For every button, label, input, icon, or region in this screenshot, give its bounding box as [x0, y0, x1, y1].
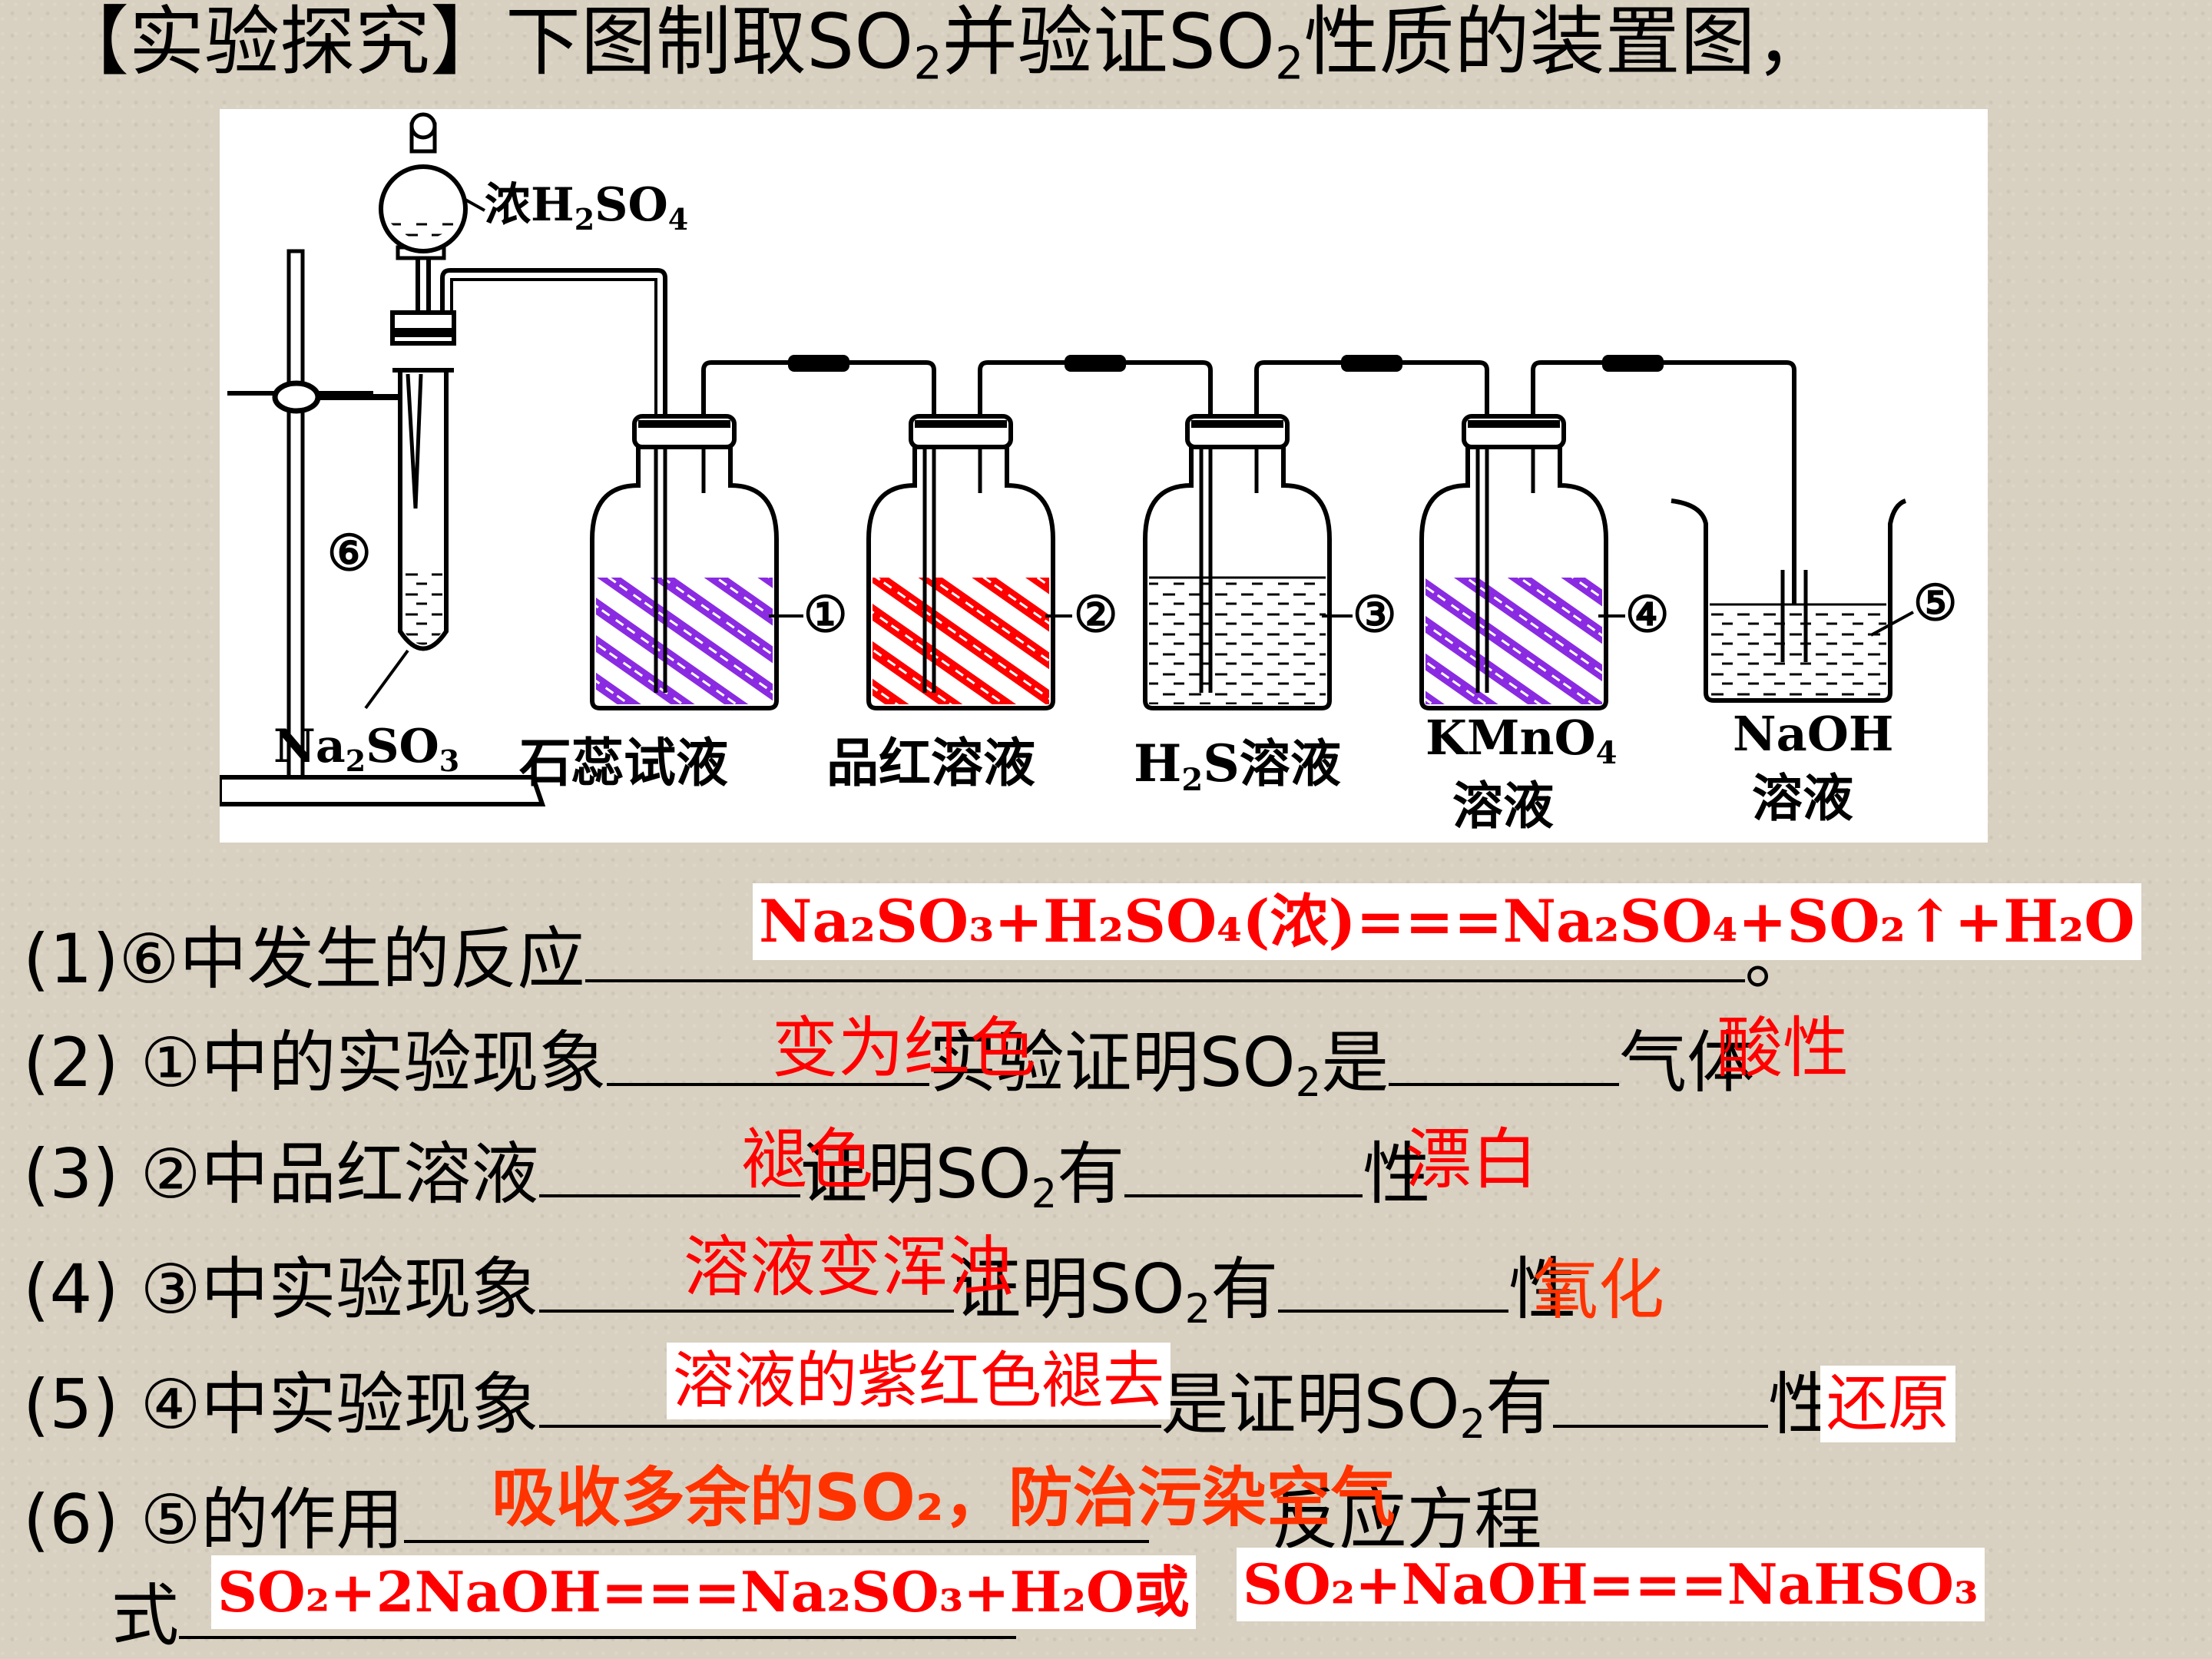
question-2: (2) ①中的实验现象实验证明SO2是气体 — [23, 1022, 1755, 1107]
question-6-continued: 式 — [111, 1575, 1017, 1654]
question-4: (4) ③中实验现象证明SO2有性 — [23, 1248, 1577, 1333]
blank-4a[interactable] — [538, 1248, 954, 1313]
answer-4a: 溶液变浑浊 — [684, 1229, 1014, 1306]
tube-connectors — [788, 355, 1664, 372]
label-circle-6: ⑥ — [327, 525, 371, 582]
funnel-label: 浓H2SO4 — [485, 178, 688, 237]
blank-5b[interactable] — [1553, 1363, 1769, 1428]
blank-4b[interactable] — [1278, 1248, 1509, 1313]
question-6: (6) ⑤的作用反应方程 — [23, 1479, 1542, 1559]
bottle-3 — [1143, 414, 1353, 710]
page-title: 【实验探究】下图制取SO2并验证SO2性质的装置图， — [54, 0, 1831, 90]
label-circle-5: ⑤ — [1913, 575, 1957, 632]
answer-3a: 褪色 — [741, 1121, 873, 1198]
label-naoh-solution: 溶液 — [1752, 768, 1853, 828]
apparatus-svg: 浓H2SO4 — [220, 112, 1957, 836]
question-5: (5) ④中实验现象是证明SO2有性。 — [23, 1363, 1903, 1463]
label-na2so3: Na2SO3 — [273, 720, 459, 778]
blank-5a[interactable] — [538, 1363, 1161, 1428]
blank-1[interactable] — [584, 918, 1745, 982]
beaker — [1671, 498, 1914, 703]
label-circle-2: ② — [1074, 586, 1118, 644]
bottle-2 — [866, 414, 1072, 710]
title-formula-2: SO — [1167, 0, 1276, 86]
answer-2a: 变为红色 — [772, 1010, 1036, 1087]
blank-2a[interactable] — [606, 1022, 929, 1086]
label-kmno4: KMnO4 — [1426, 710, 1617, 771]
answer-6b: SO₂+2NaOH===Na₂SO₃+H₂O或 — [211, 1555, 1196, 1629]
label-magenta: 品红溶液 — [826, 733, 1035, 794]
blank-2b[interactable] — [1389, 1022, 1620, 1086]
label-h2s: H2S溶液 — [1134, 733, 1341, 798]
bottle-4 — [1419, 414, 1625, 710]
question-3: (3) ②中品红溶液证明SO2有性 — [23, 1133, 1431, 1218]
label-circle-4: ④ — [1625, 586, 1669, 644]
answer-2b: 酸性 — [1717, 1010, 1849, 1087]
bottle-1 — [590, 414, 803, 710]
test-tube — [379, 112, 485, 651]
label-kmno4-solution: 溶液 — [1452, 776, 1554, 836]
apparatus-diagram: 浓H2SO4 — [220, 109, 1988, 843]
title-text-mid: 并验证 — [942, 0, 1168, 86]
title-suffix: 性质的装置图， — [1303, 0, 1831, 86]
title-text: 【实验探究】下图制取 — [54, 0, 807, 86]
title-formula: SO — [806, 0, 914, 86]
answer-5a: 溶液的紫红色褪去 — [667, 1343, 1171, 1419]
answer-1: Na₂SO₃+H₂SO₄(浓)===Na₂SO₄+SO₂↑+H₂O — [753, 883, 2141, 960]
label-litmus: 石蕊试液 — [518, 733, 728, 794]
answer-6a: 吸收多余的SO₂，防治污染空气 — [492, 1460, 1396, 1535]
answer-6c: SO₂+NaOH===NaHSO₃ — [1237, 1548, 1985, 1621]
label-circle-1: ① — [803, 586, 847, 644]
label-naoh: NaOH — [1733, 706, 1893, 762]
blank-3a[interactable] — [538, 1133, 800, 1197]
blank-6a[interactable] — [403, 1479, 1149, 1543]
title-subscript: 2 — [913, 36, 942, 90]
blank-6b[interactable] — [179, 1575, 1017, 1639]
title-subscript-2: 2 — [1275, 36, 1304, 90]
answer-4b: 氧化 — [1532, 1252, 1664, 1329]
label-circle-3: ③ — [1353, 586, 1396, 644]
answer-5b: 还原 — [1820, 1366, 1955, 1442]
blank-3b[interactable] — [1124, 1133, 1363, 1197]
answer-3b: 漂白 — [1406, 1121, 1538, 1198]
